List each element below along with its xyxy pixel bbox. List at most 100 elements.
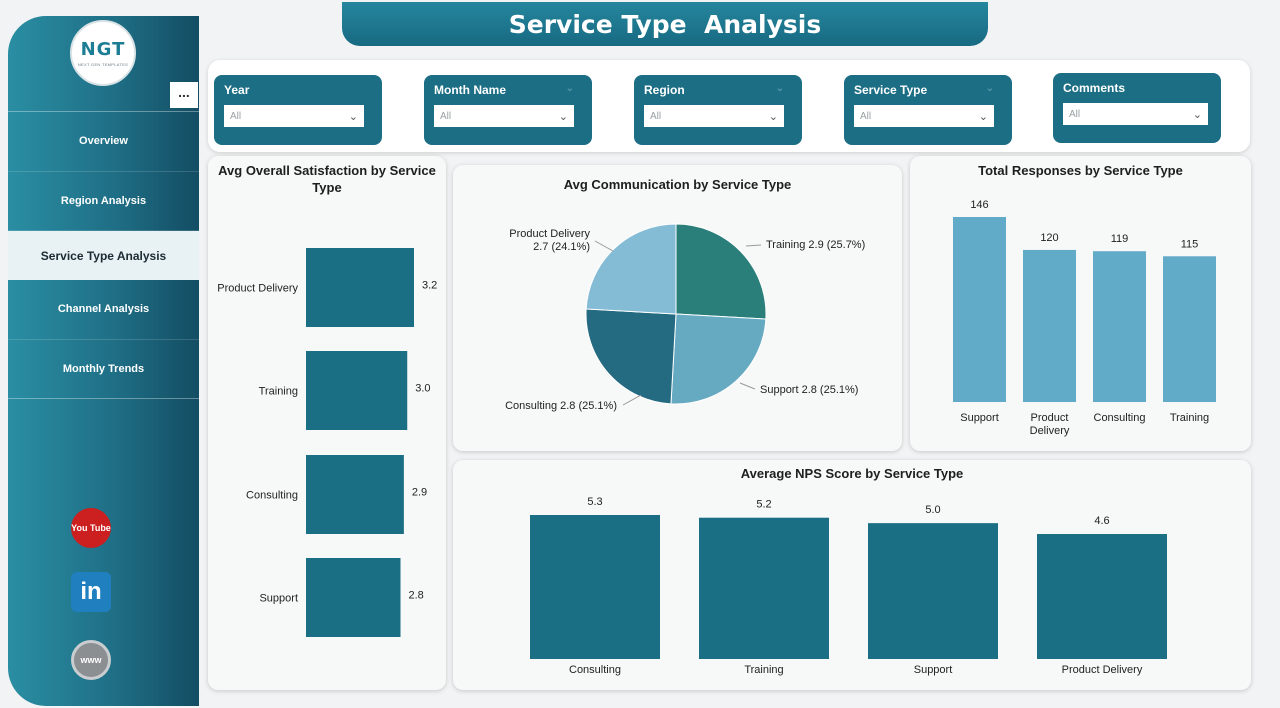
linkedin-icon[interactable]: in: [71, 572, 111, 612]
filter-comments: Comments All⌄: [1053, 73, 1221, 143]
sidebar-item-channel-analysis[interactable]: Channel Analysis: [8, 280, 199, 340]
sidebar-item-overview[interactable]: Overview: [8, 112, 199, 172]
sidebar-item-region-analysis[interactable]: Region Analysis: [8, 172, 199, 231]
logo-text: NGT: [80, 39, 126, 60]
communication-pie-chart: Training 2.9 (25.7%) Support 2.8 (25.1%) C…: [505, 223, 865, 412]
pie-leader-product-delivery: [594, 240, 614, 252]
bar-support: [953, 217, 1006, 402]
data-label-product-delivery: 3.2: [422, 280, 437, 292]
bar-support: [868, 523, 998, 659]
bar-consulting: [306, 455, 404, 534]
filter-service-type: Service Type ⌄ All ⌄: [844, 75, 1012, 145]
bar-training: [306, 351, 408, 430]
data-label-product-delivery: 120: [1040, 232, 1058, 244]
bar-consulting: [530, 515, 660, 659]
data-label-support: 5.0: [925, 504, 940, 516]
chevron-down-icon: ⌄: [1192, 108, 1202, 121]
pie-slice-training: [675, 223, 767, 320]
category-label-training: Training: [1170, 412, 1209, 424]
category-label-product-delivery: Product Delivery: [1062, 664, 1143, 676]
filter-region-value: All: [650, 110, 662, 122]
bar-product-delivery: [1023, 249, 1076, 402]
pie-label-training: Training 2.9 (25.7%): [766, 239, 865, 251]
filter-month-name: Month Name ⌄ All ⌄: [424, 75, 592, 145]
page-title: Service Type Analysis: [508, 9, 822, 39]
sidebar: NGT NEXT GEN TEMPLATES ... Overview Regi…: [8, 16, 199, 706]
category-label-consulting: Consulting: [1094, 412, 1146, 424]
sidebar-item-service-type-analysis[interactable]: Service Type Analysis: [8, 231, 199, 280]
filter-bar: Year All⌄ Month Name⌄ All⌄ Region⌄ All⌄ …: [208, 60, 1250, 152]
chevron-down-icon: ⌄: [978, 110, 988, 123]
data-label-product-delivery: 4.6: [1094, 515, 1109, 527]
filter-year-value: All: [230, 110, 242, 122]
bar-product-delivery: [1037, 534, 1167, 659]
filter-month-value: All: [440, 110, 452, 122]
data-label-support: 146: [970, 199, 988, 211]
page-header: Service Type Analysis: [342, 2, 988, 46]
sidebar-item-monthly-trends[interactable]: Monthly Trends: [8, 340, 199, 399]
filter-year-select[interactable]: All ⌄: [224, 105, 364, 127]
category-label-support: Support: [960, 412, 999, 424]
filter-comments-select[interactable]: All ⌄: [1063, 103, 1208, 125]
more-options-button[interactable]: ...: [170, 82, 198, 108]
category-label-training: Training: [744, 664, 783, 676]
data-label-training: 3.0: [415, 383, 430, 395]
pie-slice-product-delivery: [585, 223, 677, 315]
category-label-support: Support: [914, 664, 953, 676]
data-label-training: 5.2: [756, 499, 771, 511]
pie-label-consulting: Consulting 2.8 (25.1%): [505, 400, 617, 412]
filter-service-type-select[interactable]: All ⌄: [854, 105, 994, 127]
data-label-support: 2.8: [409, 590, 424, 602]
filter-month-select[interactable]: All ⌄: [434, 105, 574, 127]
ngt-logo: NGT NEXT GEN TEMPLATES: [70, 20, 136, 86]
bar-training: [1163, 256, 1216, 402]
communication-card: Avg Communication by Service Type Traini…: [453, 165, 902, 451]
filter-month-label: Month Name: [434, 83, 506, 97]
nps-chart: 5.3Consulting5.2Training5.0Support4.6Pro…: [530, 496, 1167, 676]
pie-slice-support: [670, 313, 767, 405]
responses-chart-title: Total Responses by Service Type: [978, 163, 1183, 178]
bar-consulting: [1093, 251, 1146, 402]
bar-support: [306, 558, 401, 637]
filter-region: Region ⌄ All ⌄: [634, 75, 802, 145]
bar-product-delivery: [306, 248, 414, 327]
filter-year-label: Year: [224, 83, 250, 97]
sidebar-nav: Overview Region Analysis Service Type An…: [8, 111, 199, 399]
pie-slice-consulting: [585, 308, 677, 405]
filter-year: Year All ⌄: [214, 75, 382, 145]
filter-region-label: Region: [644, 83, 685, 97]
satisfaction-chart-title: Avg Overall Satisfaction by Service Type: [218, 163, 436, 195]
data-label-consulting: 119: [1111, 233, 1129, 245]
data-label-consulting: 5.3: [587, 496, 602, 508]
chevron-down-icon: ⌄: [565, 83, 574, 94]
youtube-icon[interactable]: You Tube: [71, 508, 111, 548]
website-icon[interactable]: www: [71, 640, 111, 680]
data-label-training: 115: [1181, 238, 1199, 250]
filter-region-select[interactable]: All ⌄: [644, 105, 784, 127]
chevron-down-icon: ⌄: [775, 83, 784, 94]
bar-training: [699, 517, 829, 659]
pie-leader-consulting: [622, 394, 642, 406]
communication-chart-title: Avg Communication by Service Type: [563, 177, 792, 192]
category-label-support: Support: [259, 593, 298, 605]
filter-service-type-value: All: [860, 110, 872, 122]
satisfaction-card: Avg Overall Satisfaction by Service Type…: [208, 156, 446, 690]
chevron-down-icon: ⌄: [558, 110, 568, 123]
filter-service-type-label: Service Type: [854, 83, 928, 97]
pie-leader-training: [745, 244, 762, 247]
pie-leader-support: [739, 382, 756, 390]
chevron-down-icon: ⌄: [348, 110, 358, 123]
logo-tagline: NEXT GEN TEMPLATES: [77, 62, 129, 67]
chevron-down-icon: ⌄: [768, 110, 778, 123]
pie-label-support: Support 2.8 (25.1%): [760, 384, 858, 396]
filter-comments-value: All: [1069, 108, 1081, 120]
category-label-training: Training: [259, 386, 298, 398]
nps-chart-title: Average NPS Score by Service Type: [740, 466, 964, 481]
